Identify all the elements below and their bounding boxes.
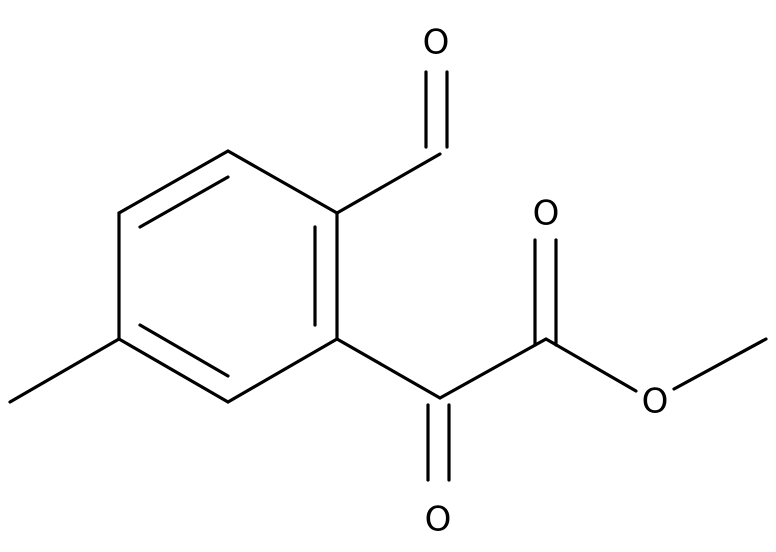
- ring-to-keto-bond: [335, 337, 442, 400]
- keto-oxygen-label: O: [425, 500, 452, 540]
- ester-co-single-bond: [544, 337, 638, 393]
- aldehyde-oxygen-label: O: [423, 23, 450, 63]
- ring-bond-5: [117, 337, 230, 404]
- ester-methyl-bond: [672, 337, 768, 391]
- ring-bond-1: [117, 149, 230, 215]
- methyl-bond: [8, 337, 121, 404]
- ring-bond-2: [226, 149, 339, 215]
- ring-bond-5-inner: [138, 323, 230, 378]
- keto-to-ester-bond: [438, 337, 548, 400]
- ring-bond-1-inner: [138, 175, 230, 229]
- ester-carbonyl-oxygen-label: O: [533, 194, 560, 234]
- ring-bond-4: [226, 337, 339, 404]
- ester-oxygen-label: O: [642, 382, 669, 422]
- aldehyde-carbon-bond: [335, 152, 442, 215]
